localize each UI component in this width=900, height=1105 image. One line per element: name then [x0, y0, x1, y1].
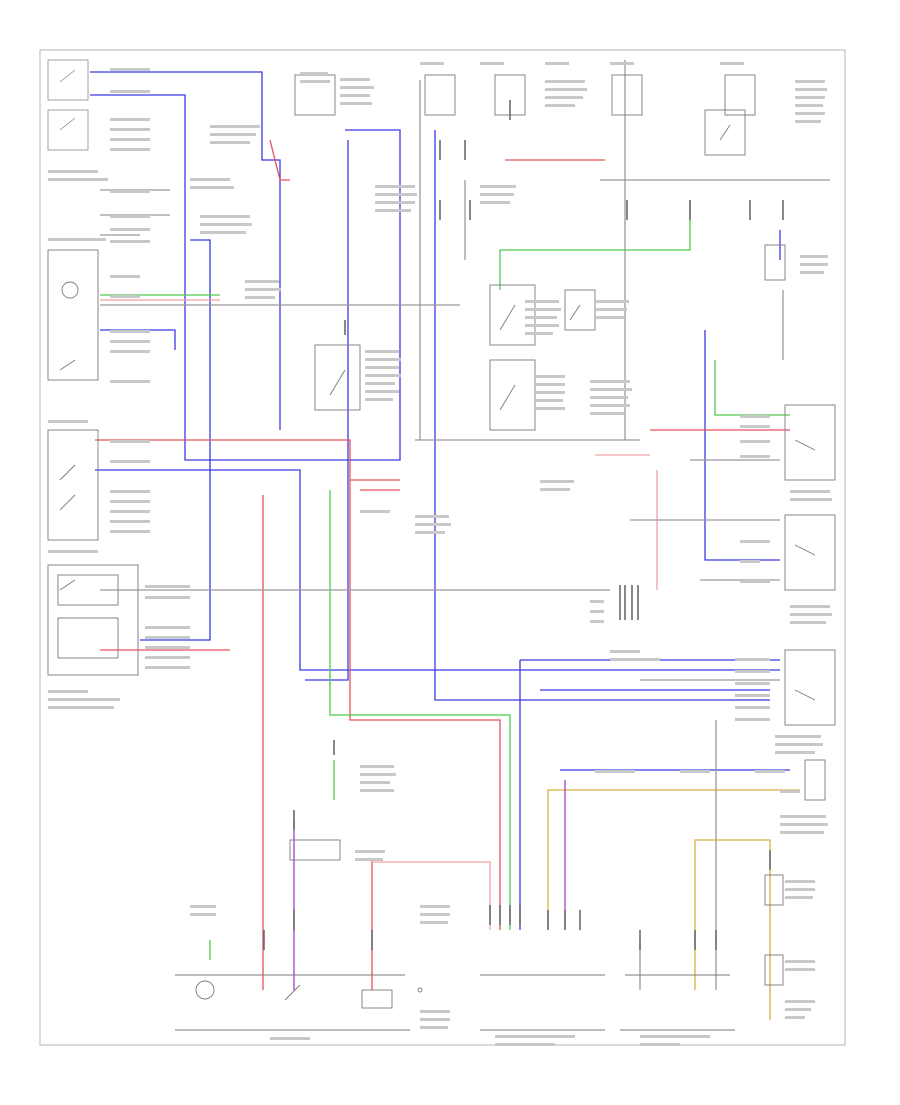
- relay-box-4: [564, 289, 596, 331]
- wire-blue-5: [434, 130, 770, 701]
- right-sensor-box: [804, 759, 826, 801]
- right-relay-1: [784, 404, 836, 481]
- wire-blue-1: [90, 71, 281, 430]
- wire-red-2: [349, 480, 501, 930]
- fuse-box-4: [611, 74, 643, 116]
- blower-resistor-box: [47, 249, 99, 381]
- right-relay-2: [784, 514, 836, 591]
- wire-yellow-2: [694, 839, 771, 1020]
- components: [47, 74, 836, 1031]
- wire-green-3: [714, 360, 790, 416]
- blower-switch-box: [47, 429, 99, 541]
- horn-symbol: [195, 980, 215, 1000]
- ambient-sensor-box: [764, 874, 784, 906]
- motor-box: [361, 989, 393, 1009]
- wire-layer: [90, 60, 830, 1020]
- sensor-box-right: [764, 244, 786, 281]
- fuse-box-5: [724, 74, 756, 116]
- wire-blue-3: [95, 469, 780, 671]
- wire-blue-4: [305, 140, 349, 681]
- ground-box: [764, 954, 784, 986]
- right-relay-3: [784, 649, 836, 726]
- relay-box-1: [314, 344, 361, 411]
- relay-box-5: [704, 109, 746, 156]
- relay-box-2: [489, 284, 536, 346]
- wire-red-1: [95, 439, 400, 481]
- label-placeholders: [48, 62, 832, 1046]
- wire-green-2: [499, 200, 691, 290]
- wire-red-12: [372, 861, 491, 930]
- wire-blue-6: [704, 330, 780, 561]
- wire-yellow-1: [547, 789, 800, 930]
- inner-switch-box: [57, 574, 119, 606]
- fuse-box-2: [424, 74, 456, 116]
- wire-red-5: [269, 139, 290, 181]
- sensor-symbol: [417, 987, 423, 993]
- connector-ticks: [263, 100, 784, 950]
- diagram-frame: [39, 49, 846, 1046]
- relay-box-3: [489, 359, 536, 431]
- wire-blue-2: [90, 94, 401, 461]
- wire-green-4: [329, 490, 511, 930]
- lower-component-box: [289, 839, 341, 861]
- blower-motor-symbol: [61, 281, 79, 299]
- switch-contacts: [59, 124, 816, 1001]
- actuator-box: [57, 617, 119, 659]
- heater-control-box: [47, 564, 139, 676]
- top-left-switch-block: [47, 59, 89, 151]
